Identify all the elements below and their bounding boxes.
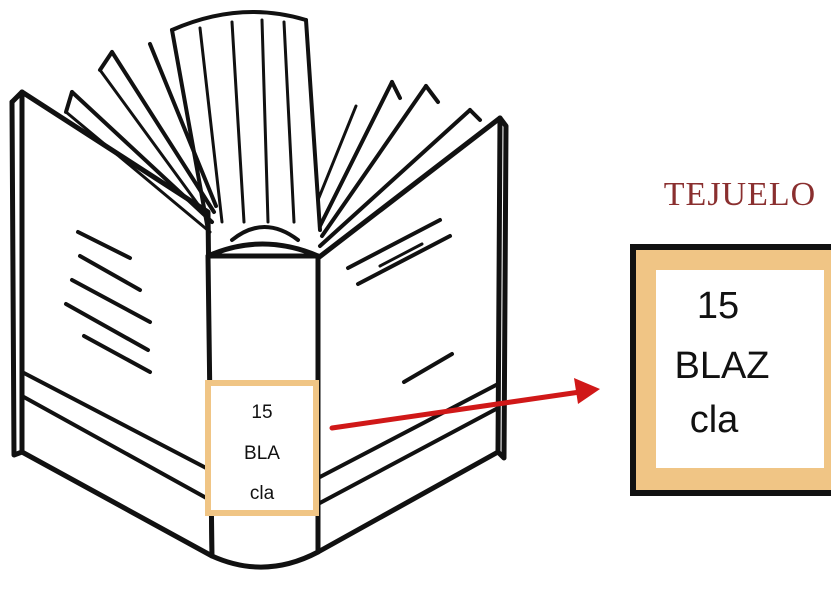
arrow-shaft (329, 389, 583, 431)
pointer-arrow (329, 378, 600, 431)
label-card-inner (656, 270, 824, 468)
spine-label-frame (205, 380, 319, 516)
arrow-head (574, 378, 600, 404)
label-card-line2: BLAZ (674, 345, 769, 387)
book-right-cover (315, 115, 503, 555)
spine-label-line3: cla (250, 483, 275, 504)
label-card-line1: 15 (697, 285, 739, 327)
spine-label-line1: 15 (251, 402, 272, 423)
label-card: 15 BLAZ cla (630, 244, 831, 496)
spine-label-line2: BLA (244, 443, 280, 464)
heading-tejuelo: TEJUELO (664, 176, 816, 213)
spine-label: 15 BLA cla (205, 380, 319, 516)
label-card-line3: cla (690, 399, 739, 441)
